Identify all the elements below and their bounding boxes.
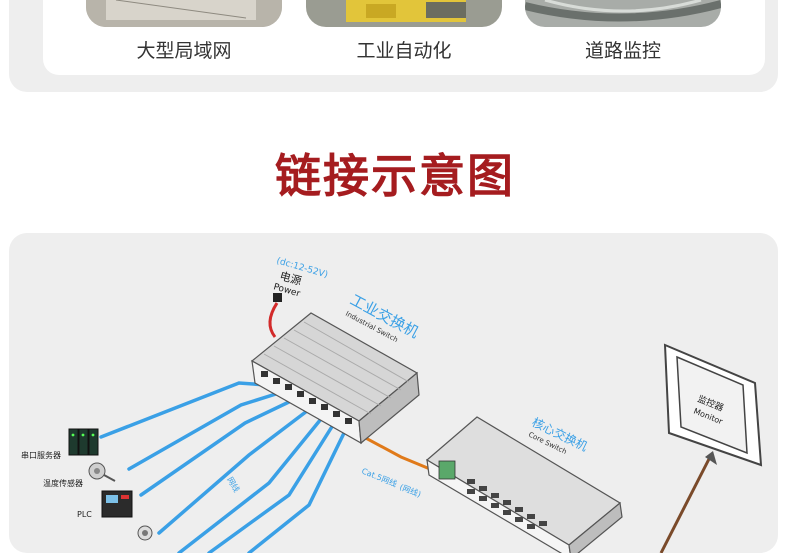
app-label-lan: 大型局域网 <box>136 40 232 62</box>
diagram-svg: (dc:12-52V) 电源 Power 工业交换机 Industrial Sw… <box>21 256 763 553</box>
device-label-serial-server: 串口服务器 <box>21 450 61 460</box>
camera-icon <box>137 525 153 541</box>
app-label-road: 道路监控 <box>584 40 661 62</box>
serial-server-icon <box>68 428 99 456</box>
automation-thumbnail <box>306 0 502 27</box>
cable-3 <box>139 399 293 497</box>
industrial-switch <box>250 312 420 445</box>
cat5-cable-label: Cat.5网线 <box>360 466 398 489</box>
power-cable <box>268 302 279 338</box>
device-label-temperature-sensor: 温度传感器 <box>43 478 83 488</box>
plc-icon <box>101 490 133 518</box>
core-switch <box>425 416 623 553</box>
lan-image <box>86 0 282 27</box>
connection-diagram: (dc:12-52V) 电源 Power 工业交换机 Industrial Sw… <box>9 233 778 553</box>
monitor-cable <box>659 458 711 553</box>
power-plug-icon <box>273 293 282 302</box>
power-label-cn: 电源 <box>278 268 303 288</box>
lan-thumbnail <box>86 0 282 27</box>
cable-5 <box>177 417 323 553</box>
network-cable-label: 网线 <box>225 475 242 494</box>
cable-2 <box>127 391 281 471</box>
temperature-sensor-icon <box>88 462 116 482</box>
automation-image <box>306 0 502 27</box>
applications-panel: 大型局域网 工业自动化 道路监控 <box>9 0 778 92</box>
applications-card: 大型局域网 工业自动化 道路监控 <box>43 0 765 75</box>
road-image <box>525 0 721 27</box>
section-title: 链接示意图 <box>275 149 515 203</box>
monitor-port-icon <box>705 451 717 465</box>
road-monitoring-thumbnail <box>525 0 721 27</box>
monitor <box>663 343 763 467</box>
app-label-automation: 工业自动化 <box>356 40 452 62</box>
cable-1 <box>99 381 269 439</box>
cable-4 <box>157 409 309 535</box>
cat5-cable-note: (网线) <box>398 482 422 500</box>
device-label-plc: PLC <box>77 510 92 519</box>
